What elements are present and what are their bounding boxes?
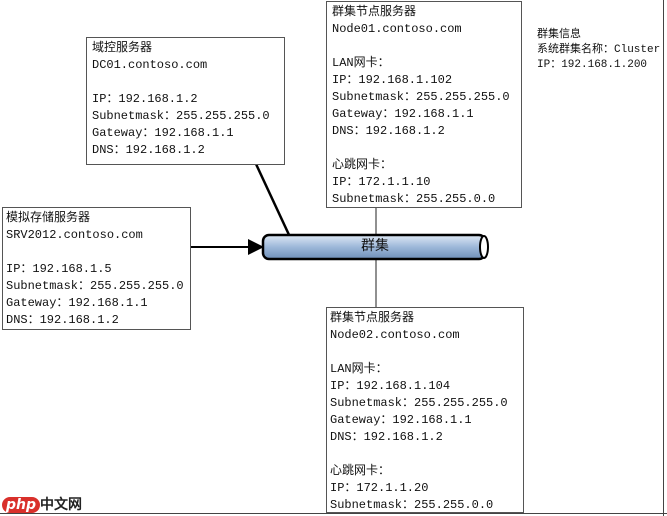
dc-gateway: Gateway：192.168.1.1	[92, 126, 234, 140]
node02-title: 群集节点服务器	[330, 311, 415, 325]
node02-host: Node02.contoso.com	[330, 328, 460, 342]
node02-ip: IP：192.168.1.104	[330, 379, 451, 393]
watermark-php: php	[2, 497, 41, 513]
storage-ip: IP：192.168.1.5	[6, 262, 112, 276]
dc-title: 域控服务器	[92, 41, 153, 55]
storage-dns: DNS：192.168.1.2	[6, 313, 119, 327]
node02-mask: Subnetmask：255.255.255.0	[330, 396, 508, 410]
node01-dns: DNS：192.168.1.2	[332, 124, 445, 138]
node01-hb-ip: IP：172.1.1.10	[332, 175, 431, 189]
dc-host: DC01.contoso.com	[92, 58, 208, 72]
node02-dns: DNS：192.168.1.2	[330, 430, 443, 444]
storage-title: 模拟存储服务器	[6, 211, 91, 225]
storage-mask: Subnetmask：255.255.255.0	[6, 279, 184, 293]
node01-server-box: 群集节点服务器 Node01.contoso.com LAN网卡： IP：192…	[326, 1, 522, 208]
storage-server-box: 模拟存储服务器 SRV2012.contoso.com IP：192.168.1…	[2, 207, 191, 330]
node01-heartbeat: 心跳网卡：	[332, 158, 393, 172]
cluster-label: 群集	[361, 239, 389, 255]
cluster-info: 群集信息 系统群集名称：Cluster IP：192.168.1.200	[537, 28, 660, 73]
dc-link	[254, 163, 292, 238]
node01-gateway: Gateway：192.168.1.1	[332, 107, 474, 121]
node02-heartbeat: 心跳网卡：	[330, 464, 391, 478]
node01-lan: LAN网卡：	[332, 56, 390, 70]
info-ip: IP：192.168.1.200	[537, 59, 648, 71]
node02-server-box: 群集节点服务器 Node02.contoso.com LAN网卡： IP：192…	[326, 307, 524, 513]
node02-hb-ip: IP：172.1.1.20	[330, 481, 429, 495]
node01-mask: Subnetmask：255.255.255.0	[332, 90, 510, 104]
frame-border-bottom	[0, 513, 667, 514]
dc-mask: Subnetmask：255.255.255.0	[92, 109, 270, 123]
dc-ip: IP：192.168.1.2	[92, 92, 198, 106]
node02-gateway: Gateway：192.168.1.1	[330, 413, 472, 427]
node01-host: Node01.contoso.com	[332, 22, 462, 36]
node02-lan: LAN网卡：	[330, 362, 388, 376]
dc-dns: DNS：192.168.1.2	[92, 143, 205, 157]
node01-title: 群集节点服务器	[332, 5, 417, 19]
cluster-pipe	[261, 233, 489, 261]
dc-server-box: 域控服务器 DC01.contoso.com IP：192.168.1.2 Su…	[86, 37, 285, 165]
node01-hb-mask: Subnetmask：255.255.0.0	[332, 192, 496, 206]
info-name: 系统群集名称：Cluster	[537, 44, 661, 56]
watermark-text: 中文网	[40, 497, 83, 513]
node01-ip: IP：192.168.1.102	[332, 73, 453, 87]
storage-gateway: Gateway：192.168.1.1	[6, 296, 148, 310]
storage-host: SRV2012.contoso.com	[6, 228, 143, 242]
info-title: 群集信息	[537, 29, 581, 41]
frame-border-right	[663, 0, 664, 516]
node02-hb-mask: Subnetmask：255.255.0.0	[330, 498, 494, 512]
